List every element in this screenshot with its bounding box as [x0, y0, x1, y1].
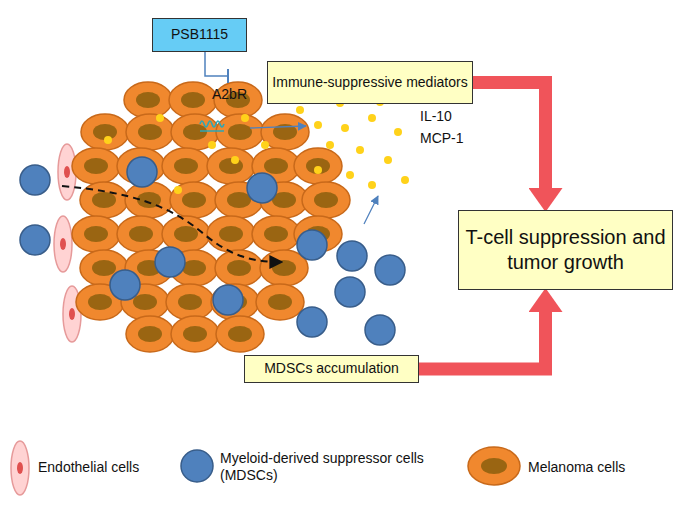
mdsc-cell: [297, 230, 327, 260]
mediator-dot: [368, 181, 376, 189]
melanoma-cell: [124, 82, 172, 118]
melanoma-cell: [170, 182, 218, 218]
mediator-dot: [314, 121, 322, 129]
melanoma-cell: [211, 284, 259, 320]
accumulation-box: MDSCs accumulation: [244, 355, 419, 383]
melanoma-cell: [252, 216, 300, 252]
box-text: Immune-suppressive mediators: [272, 74, 467, 92]
receptor-label: A2bR: [212, 86, 247, 102]
outcome-box: T-cell suppression and tumor growth: [458, 210, 673, 290]
melanoma-cell: [261, 114, 309, 150]
melanoma-cells: [72, 82, 350, 352]
melanoma-cell: [81, 114, 129, 150]
box-text: PSB1115: [171, 26, 228, 44]
cytokine-label: IL-10: [420, 108, 452, 124]
box-text: MDSCs accumulation: [264, 360, 399, 378]
mediator-dot: [394, 128, 402, 136]
mediator-dot: [241, 114, 249, 122]
mediator-box: Immune-suppressive mediators: [267, 61, 473, 104]
melanoma-cell: [216, 316, 264, 352]
melanoma-cell: [256, 284, 304, 320]
mediator-dot: [208, 141, 216, 149]
mdsc-cell: [297, 307, 327, 337]
legend-text: Endothelial cells: [38, 459, 139, 476]
mediator-dot: [231, 156, 239, 164]
melanoma-cell: [294, 148, 342, 184]
melanoma-cell: [207, 216, 255, 252]
mdsc-cell: [375, 255, 405, 285]
mediator-dot: [104, 136, 112, 144]
effect-arrow: [473, 83, 546, 189]
mdsc-cell: [213, 285, 243, 315]
melanoma-cell: [72, 148, 120, 184]
mediator-dot: [314, 166, 322, 174]
melanoma-cell: [72, 216, 120, 252]
melanoma-cell: [125, 182, 173, 218]
mediator-dot: [174, 186, 182, 194]
drug-box: PSB1115: [152, 18, 247, 52]
a2br-receptor: [200, 121, 224, 131]
mdsc-cells: [20, 157, 405, 345]
mediator-dot: [296, 106, 304, 114]
mediator-dot: [326, 141, 334, 149]
melanoma-cell: [169, 82, 217, 118]
melanoma-cell: [162, 148, 210, 184]
melanoma-cell: [126, 316, 174, 352]
melanoma-cell: [207, 148, 255, 184]
mediator-dot: [401, 176, 409, 184]
mdsc-cell: [155, 247, 185, 277]
melanoma-cell: [117, 216, 165, 252]
legend-text: Myeloid-derived suppressor cells (MDSCs): [220, 450, 452, 484]
legend-icons: [11, 441, 520, 495]
melanoma-cell: [80, 182, 128, 218]
mediator-dot: [356, 146, 364, 154]
mediator-dot: [368, 114, 376, 122]
box-text: T-cell suppression and tumor growth: [459, 225, 672, 275]
cytokine-label: MCP-1: [420, 130, 464, 146]
melanoma-cell: [171, 316, 219, 352]
mdsc-cell: [337, 241, 367, 271]
mediator-dot: [156, 114, 164, 122]
melanoma-cell: [166, 284, 214, 320]
mdsc-cell: [127, 157, 157, 187]
effect-arrow: [419, 312, 546, 369]
melanoma-cell: [126, 114, 174, 150]
mdsc-cell: [365, 315, 395, 345]
mdsc-cell: [20, 165, 50, 195]
inhibitor-line: [205, 52, 228, 76]
mediator-dot: [341, 124, 349, 132]
mediator-dots: [104, 98, 409, 194]
secretion-arrow: [364, 196, 378, 224]
migration-arrow: [62, 186, 282, 262]
melanoma-cell: [216, 114, 264, 150]
melanoma-cell: [302, 182, 350, 218]
mediator-dot: [346, 171, 354, 179]
mdsc-cell: [247, 173, 277, 203]
mdsc-cell: [20, 225, 50, 255]
melanoma-cell: [171, 114, 219, 150]
mediator-dot: [261, 141, 269, 149]
secretion-arrow: [250, 126, 306, 128]
mdsc-cell: [335, 277, 365, 307]
mediator-dot: [384, 156, 392, 164]
legend-text: Melanoma cells: [528, 459, 625, 476]
mdsc-cell: [110, 270, 140, 300]
inhibitor-bar: [227, 69, 229, 83]
